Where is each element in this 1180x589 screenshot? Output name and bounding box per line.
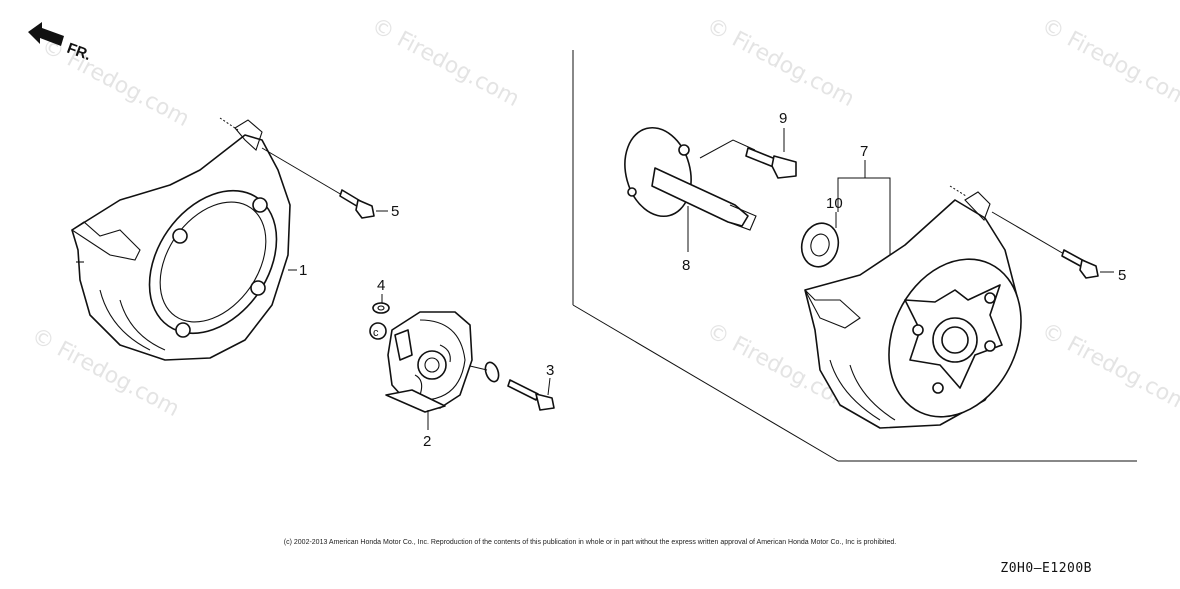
copyright-notice: (c) 2002-2013 American Honda Motor Co., … [283, 539, 897, 546]
part-7-right-housing: 7 [804, 143, 1022, 429]
watermark-4: © Firedog.com [1037, 13, 1180, 112]
watermark-2: © Firedog.com [367, 13, 523, 112]
part-1-left-housing [71, 119, 291, 361]
part-9-bolt: 9 [699, 110, 797, 179]
diagram-code: Z0H0—E1200B [1000, 561, 1092, 576]
watermark-3: © Firedog.com [702, 13, 858, 112]
callout-5b: 5 [1118, 267, 1126, 284]
callout-3: 3 [546, 362, 554, 379]
watermark-7: © Firedog.com [1037, 318, 1180, 417]
part-10-bearing: 10 [800, 195, 843, 268]
callout-7: 7 [860, 143, 868, 160]
callout-8: 8 [682, 257, 690, 274]
part-4-washer: 4 c [369, 277, 390, 340]
callout-9: 9 [779, 110, 787, 127]
callout-10: 10 [826, 195, 843, 212]
svg-text:c: c [373, 327, 379, 339]
callout-4: 4 [377, 277, 385, 294]
part-3-bolt: 3 [469, 361, 555, 411]
callout-2: 2 [423, 433, 431, 450]
part-5-screw-left: 5 [219, 117, 399, 220]
part-8-shaft: 8 [624, 126, 757, 274]
assembly-frame [572, 50, 1137, 462]
watermark-1: © Firedog.com [37, 33, 193, 132]
callout-5a: 5 [391, 203, 399, 220]
callout-1: 1 [299, 262, 307, 279]
part-5-screw-right: 5 [949, 185, 1126, 284]
part-2-clutch-assembly: 2 [385, 311, 473, 450]
